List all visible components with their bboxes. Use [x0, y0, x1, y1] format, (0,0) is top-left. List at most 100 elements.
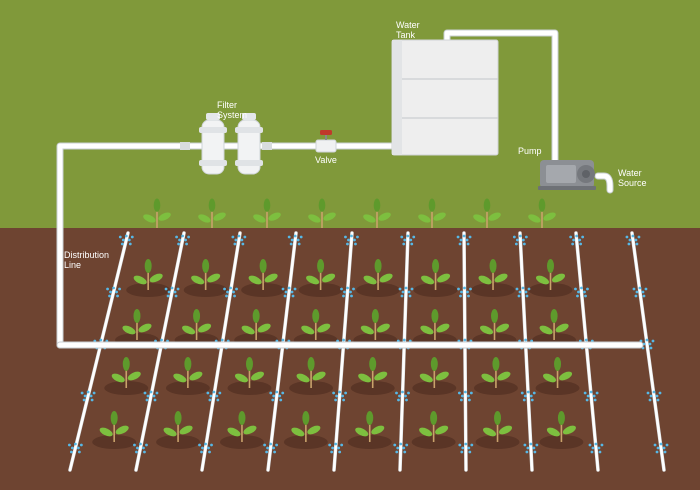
water-droplet-icon [590, 450, 594, 454]
water-droplet-icon [459, 398, 463, 402]
water-droplet-icon [275, 390, 279, 394]
water-droplet-icon [352, 287, 355, 291]
water-droplet-icon [576, 294, 579, 298]
water-droplet-icon [526, 446, 530, 450]
plant-leaf [418, 214, 431, 223]
water-droplet-icon [456, 235, 460, 239]
water-droplet-icon [524, 235, 528, 239]
water-droplet-icon [231, 235, 235, 239]
water-droplet-icon [591, 446, 595, 450]
plant-leaf [431, 309, 439, 323]
plant-leaf [428, 198, 436, 212]
water-droplet-icon [512, 235, 516, 239]
filter-cartridge-icon [199, 113, 227, 175]
water-droplet-icon [523, 394, 527, 398]
water-droplet-icon [272, 394, 276, 398]
water-droplet-icon [627, 242, 631, 246]
water-droplet-icon [184, 238, 187, 242]
seedling-icon [479, 309, 510, 340]
water-droplet-icon [99, 338, 103, 342]
water-droplet-icon [153, 398, 157, 402]
seedling-icon [478, 259, 508, 290]
plant-leaf [312, 309, 320, 323]
water-droplet-icon [410, 287, 414, 291]
plant-leaf [193, 309, 201, 323]
water-droplet-icon [634, 238, 638, 242]
plant-leaf [562, 425, 576, 435]
plant-leaf [322, 273, 336, 283]
water-droplet-icon [69, 450, 73, 454]
water-droplet-icon [631, 234, 635, 238]
water-droplet-icon [234, 238, 238, 242]
water-droplet-icon [143, 391, 147, 395]
water-droplet-icon [181, 234, 184, 238]
water-droplet-icon [296, 238, 300, 242]
water-droplet-icon [515, 238, 519, 242]
plant-leaf [302, 411, 310, 425]
plant-leaf [144, 259, 152, 273]
water-droplet-icon [269, 391, 273, 395]
water-droplet-icon [281, 391, 285, 395]
plant-leaf [473, 214, 486, 223]
water-droplet-icon [646, 391, 650, 395]
water-droplet-icon [470, 443, 474, 447]
seedling-icon [198, 198, 226, 228]
plant-leaf [371, 425, 385, 435]
filter-system-icon [180, 113, 272, 175]
water-droplet-icon [346, 242, 349, 246]
water-droplet-icon [265, 450, 268, 454]
plant-leaf [248, 275, 262, 285]
water-droplet-icon [530, 398, 534, 402]
plant-leaf [317, 259, 325, 273]
plant-leaf [494, 411, 502, 425]
water-droplet-icon [187, 235, 190, 239]
plant-leaf [421, 275, 435, 285]
water-droplet-icon [173, 290, 177, 294]
seedling-icon [253, 198, 281, 228]
water-droplet-icon [334, 442, 338, 446]
plant-leaf [371, 309, 379, 323]
water-droplet-icon [109, 290, 112, 294]
water-droplet-icon [465, 238, 469, 242]
water-droplet-icon [407, 290, 411, 294]
water-droplet-icon [524, 338, 528, 342]
water-droplet-icon [108, 294, 111, 298]
seedling-icon [143, 198, 171, 228]
water-droplet-icon [216, 398, 220, 402]
water-droplet-icon [656, 446, 660, 450]
water-droplet-icon [121, 238, 125, 242]
plant-leaf [550, 309, 558, 323]
plant-leaf [483, 198, 491, 212]
water-droplet-icon [342, 294, 345, 298]
plant-leaf [547, 259, 555, 273]
plant-leaf [191, 275, 205, 285]
water-droplet-icon [409, 238, 413, 242]
water-droplet-icon [517, 294, 521, 298]
water-droplet-icon [112, 286, 115, 290]
seedling-icon [528, 198, 556, 228]
water-droplet-icon [275, 443, 278, 447]
plant-leaf [179, 425, 193, 435]
plant-leaf [296, 373, 310, 383]
plant-leaf [528, 214, 541, 223]
plant-leaf [535, 275, 550, 285]
water-droplet-icon [648, 398, 652, 402]
water-droplet-icon [82, 398, 86, 402]
plant-leaf [173, 373, 187, 383]
water-droplet-icon [520, 391, 524, 395]
seedling-icon [418, 198, 446, 228]
water-droplet-icon [201, 446, 204, 450]
water-droplet-icon [403, 238, 407, 242]
water-droplet-icon [521, 238, 525, 242]
water-droplet-icon [593, 398, 597, 402]
water-droplet-icon [651, 339, 655, 343]
plant-leaf [538, 198, 546, 212]
water-droplet-icon [402, 338, 406, 342]
seedling-icon [419, 411, 449, 442]
water-droplet-icon [649, 394, 653, 398]
water-droplet-icon [271, 398, 275, 402]
water-droplet-icon [405, 443, 409, 447]
water-droplet-icon [469, 287, 472, 291]
water-droplet-icon [457, 391, 461, 395]
plant-leaf [436, 323, 450, 333]
